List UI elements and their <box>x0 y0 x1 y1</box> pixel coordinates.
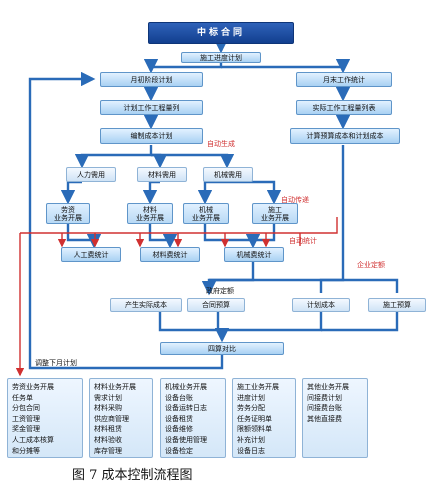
panel-labor-item: 和分摊等 <box>12 446 40 455</box>
panel-material-item: 材料采购 <box>94 404 122 413</box>
panel-material-item: 库存管理 <box>94 446 122 455</box>
panel-other-item: 其他直接费 <box>307 414 342 423</box>
government-quota-label: 政府定额 <box>206 287 234 295</box>
adjust-next-month-label: 调整下月计划 <box>35 359 77 367</box>
panel-labor-item: 分包合同 <box>12 404 40 413</box>
panel-other: 其他业务开展 间接费计划 间接费台账 其他直接费 <box>302 378 368 458</box>
left-chain-box-1: 月初阶段计划 <box>100 72 203 87</box>
panel-machine-item: 设备使用管理 <box>165 435 207 444</box>
need-labor: 人力需用 <box>66 167 116 182</box>
panel-material-item: 材料业务开展 <box>94 383 136 391</box>
panel-machine-item: 机械业务开展 <box>165 383 207 391</box>
right-chain-box-2: 实际工作工程量列表 <box>296 100 392 115</box>
panel-material-item: 供应商管理 <box>94 414 129 423</box>
enterprise-quota-note: 企业定额 <box>357 261 385 269</box>
dept-labor: 劳资 业务开展 <box>46 203 90 224</box>
stat-labor: 人工费统计 <box>61 247 121 262</box>
panel-labor: 劳资业务开展 任务单 分包合同 工资管理 奖金管理 人工成本核算 和分摊等 <box>7 378 83 458</box>
panel-material: 材料业务开展 需求计划 材料采购 供应商管理 材料租赁 材料验收 库存管理 <box>89 378 153 458</box>
panel-other-item: 其他业务开展 <box>307 383 349 391</box>
panel-construction-item: 进度计划 <box>237 393 265 402</box>
panel-material-item: 材料租赁 <box>94 425 122 434</box>
auto-transfer-note: 自动传递 <box>281 196 309 204</box>
cost-plan: 计划成本 <box>292 298 350 312</box>
panel-construction-item: 设备日志 <box>237 446 265 455</box>
panel-machine-item: 设备租赁 <box>165 414 193 423</box>
left-chain-box-3: 编制成本计划 <box>100 128 203 144</box>
right-chain-box-1: 月末工作统计 <box>296 72 392 87</box>
panel-construction-item: 劳务分配 <box>237 404 265 413</box>
panel-construction-item: 施工业务开展 <box>237 383 279 391</box>
panel-machine-item: 设备台账 <box>165 393 193 402</box>
panel-labor-item: 劳资业务开展 <box>12 383 54 391</box>
panel-construction: 施工业务开展 进度计划 劳务分配 任务证明单 限额领料单 补充计划 设备日志 <box>232 378 296 458</box>
panel-machine-item: 设备维修 <box>165 425 193 434</box>
dept-machine: 机械 业务开展 <box>183 203 229 224</box>
panel-other-item: 间接费计划 <box>307 393 342 402</box>
need-machine: 机械需用 <box>203 167 253 182</box>
panel-machine: 机械业务开展 设备台账 设备运转日志 设备租赁 设备维修 设备使用管理 设备检定 <box>160 378 226 458</box>
four-calculation-compare: 四算对比 <box>160 342 284 355</box>
cost-actual: 产生实际成本 <box>110 298 182 312</box>
panel-labor-item: 工资管理 <box>12 414 40 423</box>
panel-labor-item: 任务单 <box>12 393 33 402</box>
schedule-box: 施工进度计划 <box>181 52 261 63</box>
dept-construction: 施工 业务开展 <box>252 203 298 224</box>
need-material: 材料需用 <box>137 167 187 182</box>
contract-box: 中标合同 <box>148 22 294 44</box>
cost-construction-budget: 施工预算 <box>368 298 426 312</box>
panel-machine-item: 设备运转日志 <box>165 404 207 413</box>
auto-stat-note: 自动统计 <box>289 237 317 245</box>
panel-material-item: 材料验收 <box>94 435 122 444</box>
dept-material: 材料 业务开展 <box>127 203 173 224</box>
stat-material: 材料费统计 <box>140 247 200 262</box>
panel-construction-item: 补充计划 <box>237 435 265 444</box>
right-chain-box-3: 计算预算成本和计划成本 <box>290 128 400 144</box>
stat-machine: 机械费统计 <box>224 247 284 262</box>
panel-other-item: 间接费台账 <box>307 404 342 413</box>
panel-labor-item: 奖金管理 <box>12 425 40 434</box>
auto-generate-note: 自动生成 <box>207 140 235 148</box>
cost-contract-budget: 合同预算 <box>187 298 245 312</box>
figure-caption: 图 7 成本控制流程图 <box>72 468 193 483</box>
panel-machine-item: 设备检定 <box>165 446 193 455</box>
panel-labor-item: 人工成本核算 <box>12 435 54 444</box>
left-chain-box-2: 计划工作工程量列 <box>100 100 203 115</box>
panel-construction-item: 限额领料单 <box>237 425 272 434</box>
panel-material-item: 需求计划 <box>94 393 122 402</box>
panel-construction-item: 任务证明单 <box>237 414 272 423</box>
